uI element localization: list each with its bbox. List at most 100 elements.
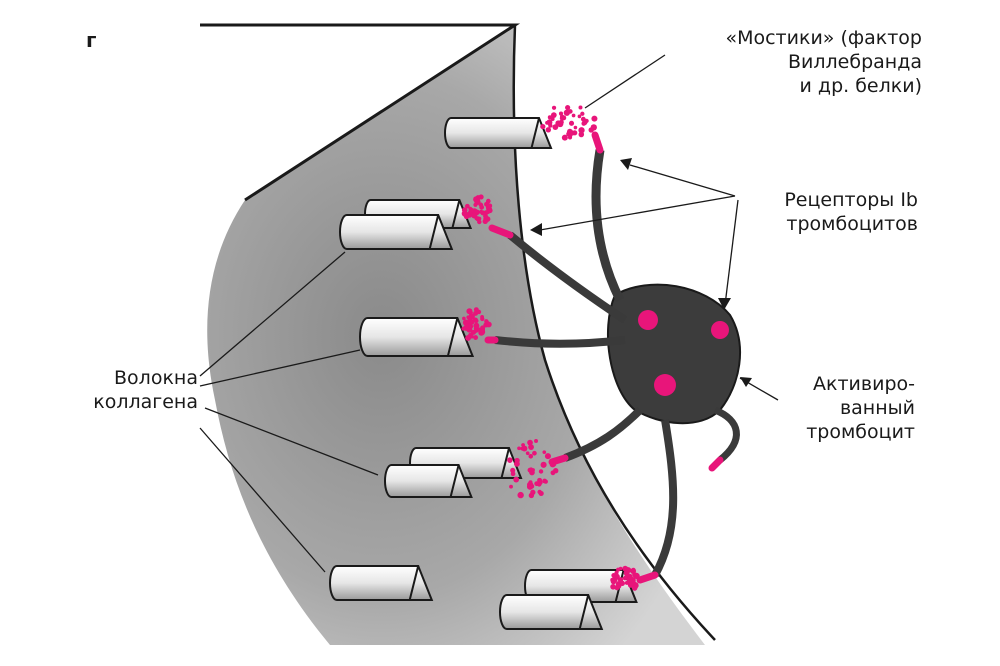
fiber-end — [451, 199, 461, 229]
bridge-particle — [550, 116, 555, 122]
bridge-particle — [540, 461, 547, 468]
bridge-particle — [591, 115, 598, 122]
arrowhead-icon — [620, 158, 632, 170]
collagen-fiber — [359, 317, 475, 357]
collagen-fibers — [329, 117, 638, 630]
bridge-particle — [517, 446, 521, 451]
fiber-end — [500, 447, 510, 479]
bridge-particle — [473, 318, 479, 324]
bridge-particle — [469, 310, 473, 315]
bridge-particle — [517, 491, 524, 499]
bridge-particle — [633, 572, 640, 580]
fiber-end — [408, 565, 420, 601]
bridge-particle — [538, 469, 544, 474]
bridge-particle — [627, 582, 634, 588]
bridge-particle — [568, 120, 575, 126]
bridge-particle — [551, 105, 557, 110]
bridge-particle — [509, 484, 513, 489]
bridge-particle — [615, 575, 620, 580]
collagen-fiber — [329, 565, 434, 601]
fiber-end — [578, 594, 590, 630]
bridge-particle — [618, 578, 623, 583]
vwf-bridges — [461, 105, 640, 591]
bridge-particle — [540, 123, 546, 130]
bridge-particle — [532, 450, 537, 456]
bridge-particle — [573, 125, 578, 130]
collagen-fiber — [384, 464, 473, 498]
bridge-particle — [520, 446, 525, 451]
bridge-particle — [470, 334, 474, 339]
bridge-particle — [510, 467, 516, 473]
bridge-particle — [485, 198, 491, 204]
bridge-particle — [507, 457, 513, 463]
bridge-particle — [485, 209, 491, 215]
bridge-particle — [480, 329, 485, 333]
bridge-particle — [482, 218, 488, 224]
label-line: тромбоцитов — [786, 213, 918, 235]
bridge-particle — [528, 444, 534, 451]
bridge-particle — [551, 462, 557, 467]
arrowhead-icon — [530, 223, 542, 236]
bridge-particle — [487, 203, 493, 209]
label-line: тромбоцит — [806, 421, 915, 443]
bridge-particle — [526, 483, 534, 490]
bridge-particle — [543, 479, 548, 484]
fiber-end — [428, 214, 440, 250]
bridge-particle — [580, 111, 585, 116]
bridge-particle — [473, 322, 480, 329]
bridge-particle — [473, 202, 478, 207]
collagen-fiber — [444, 117, 553, 149]
bridge-particle — [571, 113, 576, 118]
bridge-particle — [565, 105, 571, 111]
fiber-end — [530, 117, 540, 149]
collagen-fiber — [339, 214, 454, 250]
bridge-particle — [558, 120, 564, 125]
label-line: Виллебранда — [788, 51, 922, 73]
label-line: Активиро- — [813, 373, 915, 395]
platelet-receptors — [484, 131, 724, 584]
fiber-end — [449, 464, 460, 498]
bridge-particle — [481, 211, 486, 216]
fiber-end — [446, 317, 459, 357]
bridge-particle — [476, 309, 481, 314]
bridge-particle — [461, 326, 466, 331]
bridge-particle — [548, 123, 553, 128]
bridge-particle — [480, 316, 485, 322]
label-line: ванный — [839, 397, 915, 419]
label-line: «Мостики» (фактор — [725, 27, 922, 49]
bridge-particle — [623, 566, 629, 573]
label-collagen-fibers: Волокна коллагена — [93, 366, 198, 414]
bridge-particle — [468, 207, 474, 214]
label-line: коллагена — [93, 391, 198, 413]
bridge-particle — [563, 109, 570, 116]
bridge-particle — [616, 567, 621, 572]
bridge-particle — [530, 489, 536, 495]
bridge-particle — [568, 135, 572, 140]
bridge-particle — [528, 480, 533, 485]
bridge-particle — [537, 489, 542, 495]
bridge-particle — [473, 196, 480, 203]
bridge-particle — [566, 128, 573, 135]
bridge-particle — [465, 203, 470, 209]
bridge-particle — [510, 471, 516, 477]
wall-top-line — [200, 23, 521, 202]
leader-lines — [199, 54, 779, 573]
label-line: Волокна — [114, 367, 198, 389]
bridge-particle — [550, 112, 557, 118]
label-receptors: Рецепторы Ib тромбоцитов — [784, 188, 918, 236]
label-line: Рецепторы Ib — [784, 189, 918, 211]
bridge-particle — [484, 319, 489, 324]
bridge-particle — [578, 127, 585, 134]
bridge-particle — [479, 204, 485, 210]
bridge-particle — [589, 128, 594, 133]
bridge-particle — [525, 451, 530, 456]
bridge-particle — [528, 454, 534, 459]
arrowhead-icon — [718, 298, 731, 310]
bridge-particle — [628, 575, 633, 580]
collagen-fiber — [499, 594, 604, 630]
bridge-particle — [528, 467, 534, 472]
bridge-particle — [610, 583, 616, 590]
activated-platelet — [494, 149, 741, 577]
